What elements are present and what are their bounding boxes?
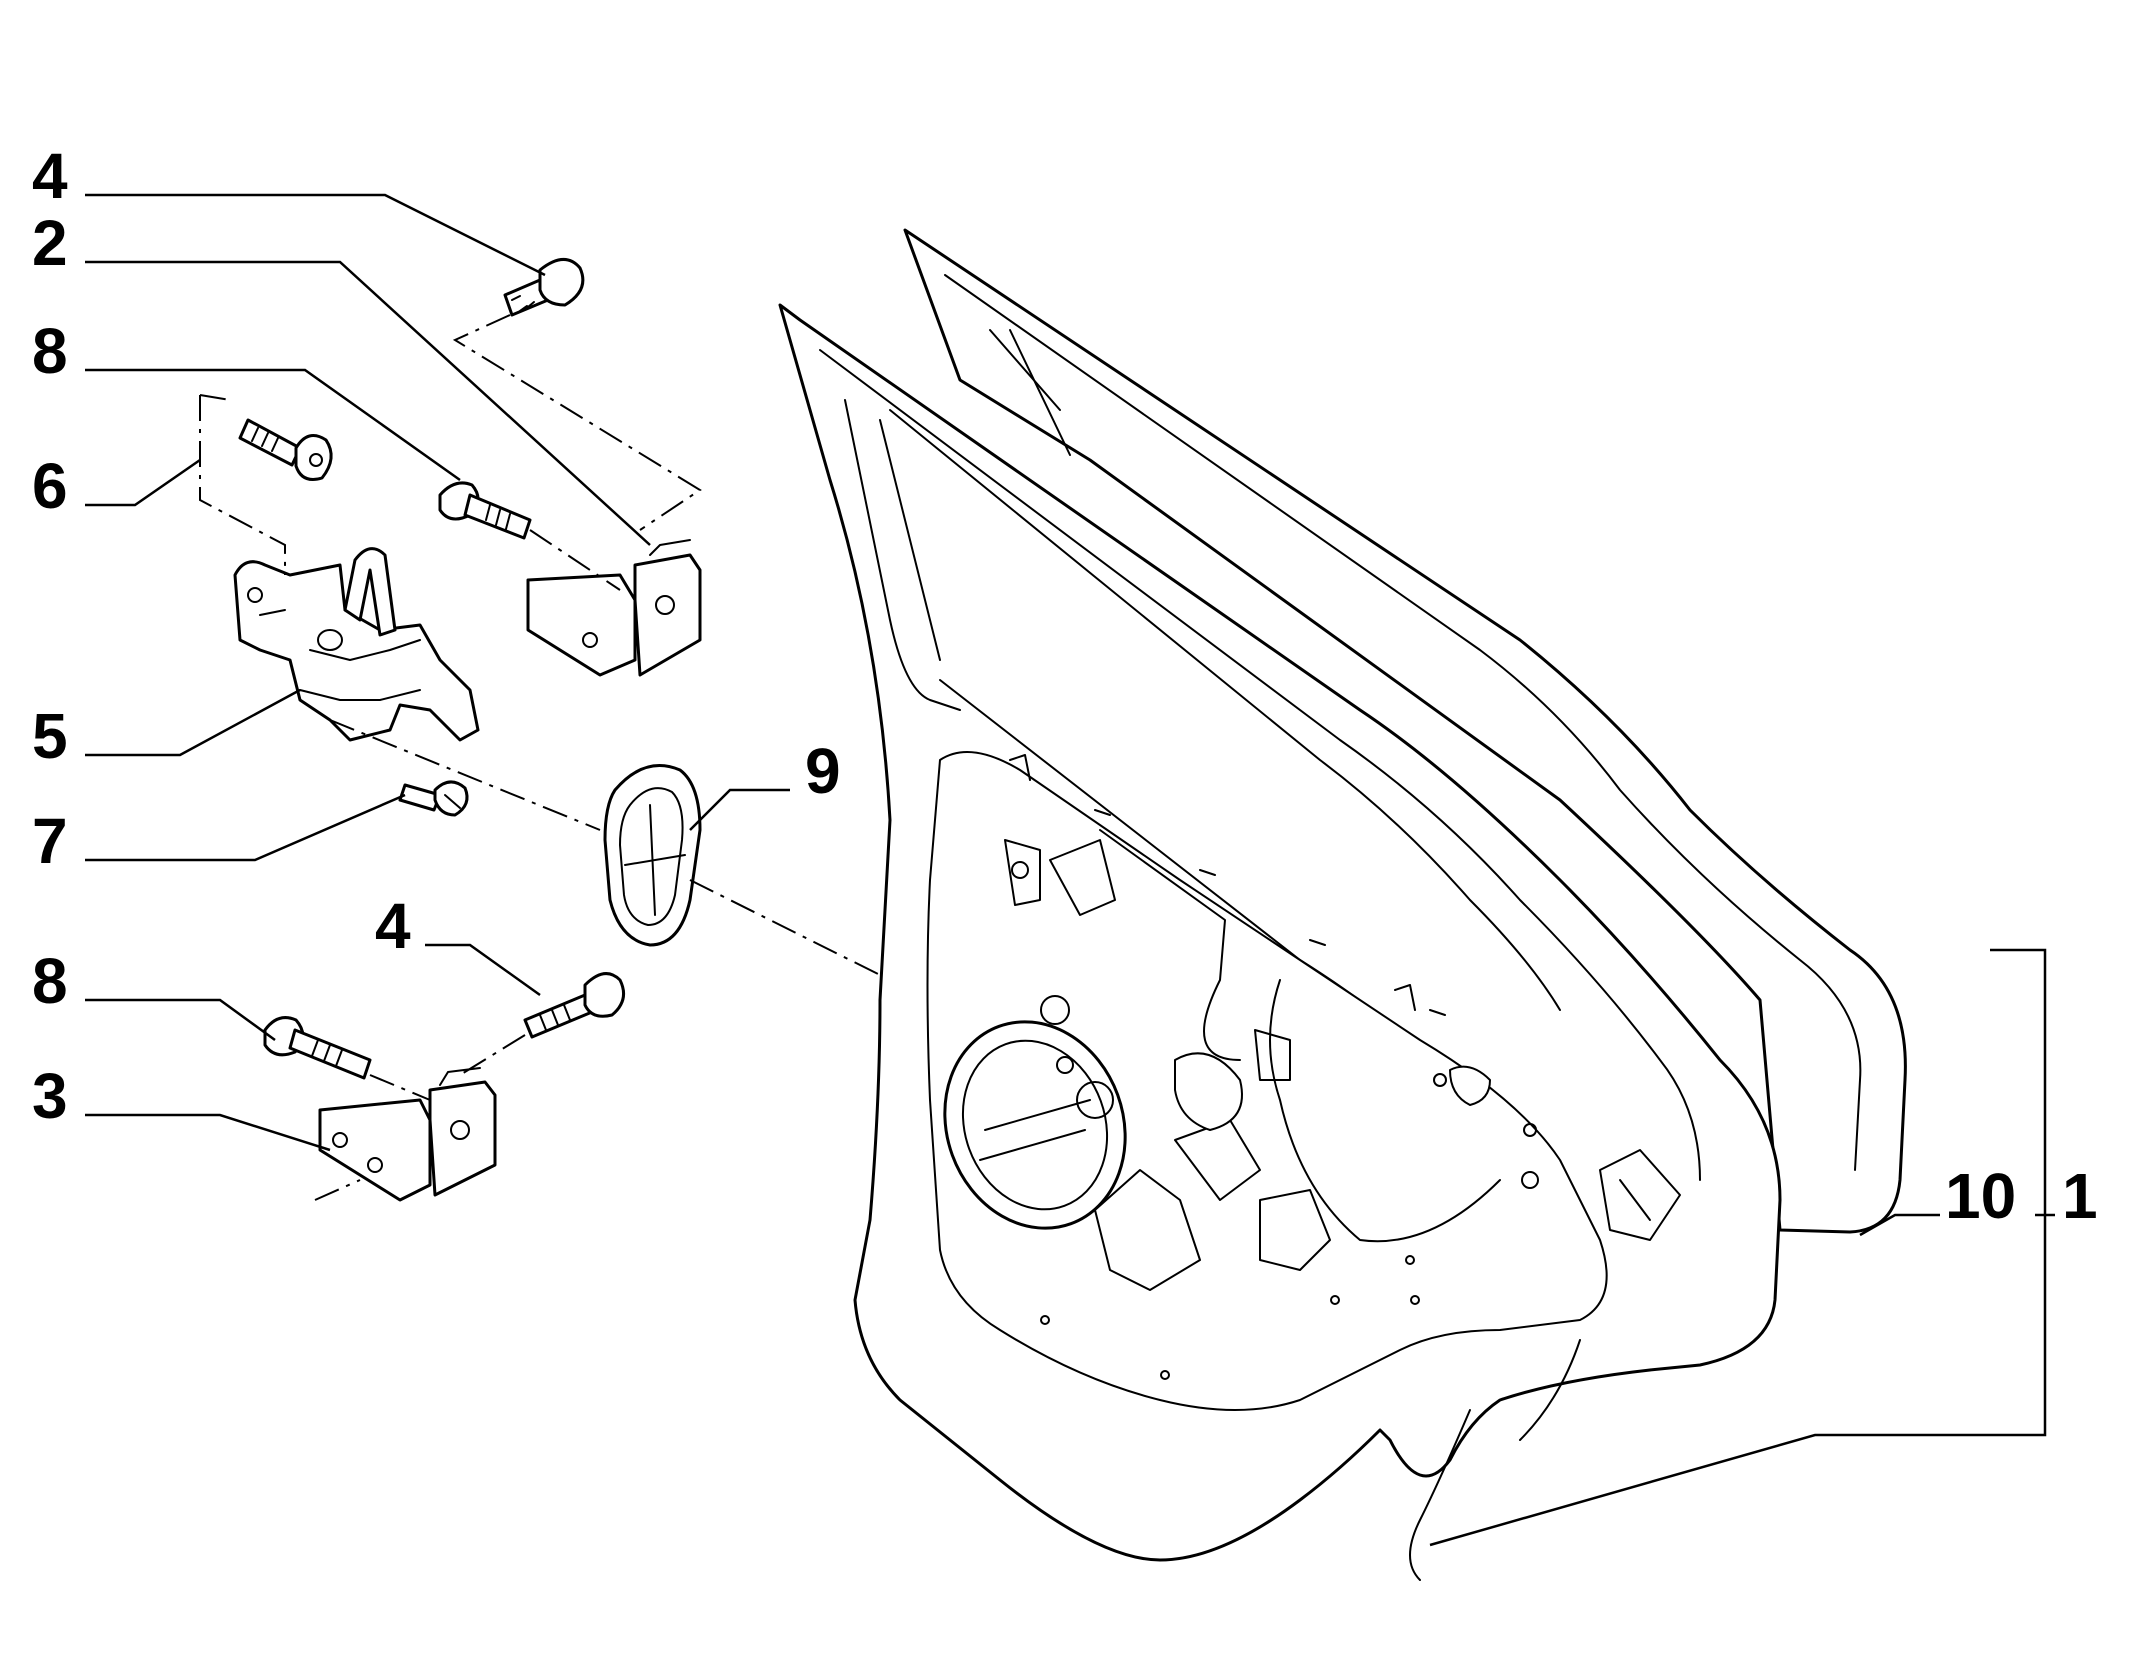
grommet-part-9 [603, 764, 702, 947]
hinge-part-2-upper [526, 539, 702, 677]
leader-lines [85, 193, 2055, 1547]
callout-1: 1 [2062, 1160, 2098, 1232]
bolt-part-8-top [438, 481, 532, 540]
callout-8-lower: 8 [32, 945, 68, 1017]
callout-7: 7 [32, 805, 68, 877]
callout-2: 2 [32, 207, 68, 279]
callout-9: 9 [805, 735, 841, 807]
bolt-part-6 [238, 418, 333, 481]
callout-4-top: 4 [32, 140, 68, 212]
bolt-part-4-lower [523, 972, 626, 1039]
callout-labels: 4 2 8 6 5 7 9 4 8 3 10 1 [32, 140, 2098, 1232]
callout-5: 5 [32, 700, 68, 772]
assembly-lines [199, 314, 881, 1201]
door-assembly [778, 228, 1907, 1581]
hinge-part-5 [233, 547, 480, 742]
callout-4-lower: 4 [375, 890, 411, 962]
screw-part-7 [398, 780, 469, 817]
callout-6: 6 [32, 450, 68, 522]
callout-8-top: 8 [32, 315, 68, 387]
bolt-part-4-top [503, 258, 585, 317]
bolt-part-8-lower [263, 1016, 372, 1080]
hinge-part-3-lower [318, 1067, 497, 1202]
callout-10: 10 [1945, 1160, 2016, 1232]
callout-3: 3 [32, 1060, 68, 1132]
